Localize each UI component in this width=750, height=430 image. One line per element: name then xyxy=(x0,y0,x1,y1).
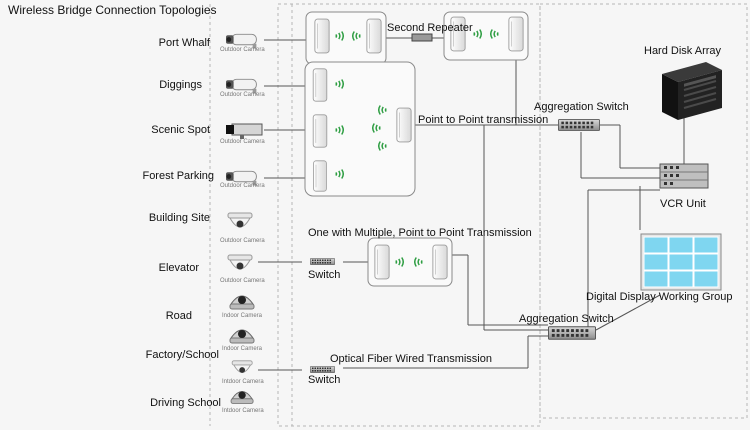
camera-caption: Outdoor Camera xyxy=(220,92,265,98)
camera-caption: Outdoor Camera xyxy=(220,183,265,189)
location-driving-school: Driving School xyxy=(150,397,221,409)
aggregation-switch-bottom-label: Aggregation Switch xyxy=(519,313,614,325)
ap-icon xyxy=(374,244,390,280)
location-scenic-spot: Scenic Spot xyxy=(151,124,210,136)
camera-caption: Outdoor Camera xyxy=(220,238,265,244)
turret-camera-icon xyxy=(230,391,254,404)
multi-ap-group xyxy=(304,61,416,197)
right-panel xyxy=(539,3,748,419)
dome-camera-icon xyxy=(227,212,253,228)
optical-fiber-label: Optical Fiber Wired Transmission xyxy=(330,353,492,365)
second-repeater-label: Second Repeater xyxy=(387,22,473,34)
ap-icon xyxy=(396,107,412,143)
panel-borders xyxy=(209,3,748,427)
hard-disk-array-icon xyxy=(662,62,722,120)
location-forest-parking: Forest Parking xyxy=(142,170,214,182)
turret-camera-icon xyxy=(229,329,255,344)
camera-caption: Intdoor Camera xyxy=(222,408,264,414)
ap-icon xyxy=(312,68,328,102)
point-to-point-label: Point to Point transmission xyxy=(418,114,549,126)
p2p-ap-group xyxy=(367,237,453,287)
camera-caption: Outdoor Camera xyxy=(220,47,265,53)
aggregation-switch-top-label: Aggregation Switch xyxy=(534,101,629,113)
location-port-whalf: Port Whalf xyxy=(158,37,210,49)
box-camera-icon xyxy=(226,123,263,140)
camera-caption: Outdoor Camera xyxy=(220,278,265,284)
switch-upper-icon xyxy=(309,258,336,265)
ap-icon xyxy=(314,18,330,54)
dome-camera-icon xyxy=(231,360,253,374)
camera-caption: Intdoor Camera xyxy=(222,379,264,385)
vcr-unit-label: VCR Unit xyxy=(660,198,706,210)
one-with-multiple-label: One with Multiple, Point to Point Transm… xyxy=(308,227,532,239)
location-building-site: Building Site xyxy=(148,212,210,224)
hard-disk-array-label: Hard Disk Array xyxy=(644,45,722,57)
camera-caption: Outdoor Camera xyxy=(220,139,265,145)
aggregation-switch-top-icon xyxy=(558,119,600,131)
camera-caption: Indoor Camera xyxy=(222,313,263,319)
link-agg2-display xyxy=(595,294,661,331)
location-road: Road xyxy=(165,310,192,322)
diagram-title: Wireless Bridge Connection Topologies xyxy=(8,3,217,17)
switch-lower-label: Switch xyxy=(308,374,341,386)
aggregation-switch-bottom-icon xyxy=(548,326,596,340)
ap-icon xyxy=(366,18,382,54)
dome-camera-icon xyxy=(227,254,253,270)
location-elevator: Elevator xyxy=(158,262,199,274)
digital-display-label: Digital Display Working Group xyxy=(586,291,733,303)
multi-ap-box xyxy=(304,61,416,197)
vcr-unit-icon xyxy=(659,163,709,189)
location-factory-school: Factory/School xyxy=(145,349,219,361)
ap-icon xyxy=(432,244,448,280)
repeater-switch-icon xyxy=(411,33,433,42)
switch-lower-icon xyxy=(309,366,336,373)
turret-camera-icon xyxy=(229,295,255,310)
switch-upper-label: Switch xyxy=(308,269,341,281)
location-diggings: Diggings xyxy=(159,79,202,91)
ap-icon xyxy=(312,114,328,148)
ap-icon xyxy=(508,16,524,52)
ap-icon xyxy=(313,160,327,192)
digital-display-wall-icon xyxy=(640,233,722,291)
camera-caption: Indoor Camera xyxy=(222,346,263,352)
connection-lines xyxy=(258,37,685,371)
repeater-group xyxy=(305,11,529,65)
